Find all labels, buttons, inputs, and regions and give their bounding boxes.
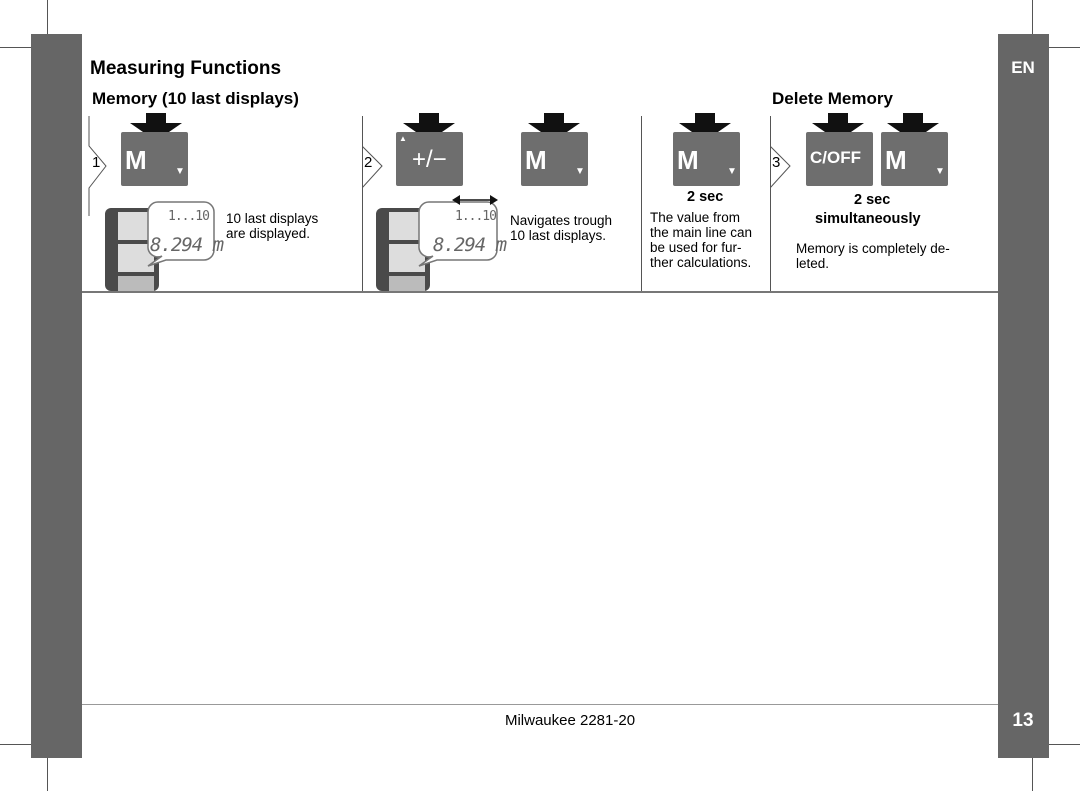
hold-note: simultaneously (815, 211, 921, 227)
down-arrow-icon (130, 113, 182, 141)
m-key-label: M (525, 145, 547, 175)
step-chevron-icon (88, 116, 107, 216)
m-key-label: M (677, 145, 699, 175)
step-1-description: 10 last displays are displayed. (226, 211, 319, 241)
page-number: 13 (1012, 710, 1034, 731)
crop-mark (47, 0, 48, 47)
left-sidebar (31, 34, 82, 758)
device-icon (376, 201, 498, 291)
crop-mark (0, 744, 47, 745)
triangle-down-icon: ▼ (935, 166, 945, 177)
main-line-description: The value from the main line can be used… (650, 210, 753, 270)
triangle-up-icon: ▲ (399, 134, 407, 143)
lcd-counter: 1...10 (455, 209, 497, 224)
step-chevron-icon (362, 116, 383, 216)
m-key-label: M (125, 145, 147, 175)
step-2-description: Navigates trough 10 last displays. (510, 213, 613, 243)
crop-mark (1033, 47, 1080, 48)
plus-minus-key-label: +/− (412, 146, 447, 173)
down-arrow-icon (812, 113, 864, 141)
footer-rule (82, 704, 998, 705)
down-arrow-icon (403, 113, 455, 141)
crop-mark (1033, 744, 1080, 745)
page-title: Measuring Functions (90, 58, 282, 79)
lcd-counter: 1...10 (168, 209, 210, 224)
footer-model: Milwaukee 2281-20 (504, 712, 636, 729)
c-off-key-label: C/OFF (810, 148, 861, 167)
step-number: 3 (772, 154, 781, 171)
crop-mark (1032, 744, 1033, 791)
down-arrow-icon (528, 113, 580, 141)
divider (641, 116, 642, 291)
hold-duration: 2 sec (687, 189, 724, 205)
m-key: M ▼ (673, 132, 740, 186)
m-key: M ▼ (881, 132, 948, 186)
lcd-value: 8.294 m (433, 234, 507, 256)
m-key-label: M (885, 145, 907, 175)
memory-heading: Memory (10 last displays) (92, 89, 299, 108)
language-tab: EN (1011, 58, 1035, 77)
delete-description: Memory is completely de- leted. (796, 241, 950, 271)
double-arrow-icon (452, 195, 498, 205)
m-key: M ▼ (521, 132, 588, 186)
m-key: M ▼ (121, 132, 188, 186)
down-arrow-icon (679, 113, 731, 141)
c-off-key: C/OFF (806, 132, 873, 186)
hold-duration: 2 sec (854, 192, 891, 208)
crop-mark (1032, 0, 1033, 47)
crop-mark (0, 47, 47, 48)
triangle-down-icon: ▼ (175, 166, 185, 177)
delete-memory-heading: Delete Memory (772, 89, 893, 108)
right-sidebar (998, 34, 1049, 758)
step-number: 2 (364, 154, 373, 171)
lcd-value: 8.294 m (150, 234, 224, 256)
step-chevron-icon (770, 116, 791, 216)
triangle-down-icon: ▼ (575, 166, 585, 177)
plus-minus-key: ▲ +/− (396, 132, 463, 186)
down-arrow-icon (887, 113, 939, 141)
triangle-down-icon: ▼ (727, 166, 737, 177)
device-icon (105, 201, 215, 291)
content-bottom-rule (82, 291, 998, 293)
crop-mark (47, 744, 48, 791)
step-number: 1 (92, 154, 101, 171)
